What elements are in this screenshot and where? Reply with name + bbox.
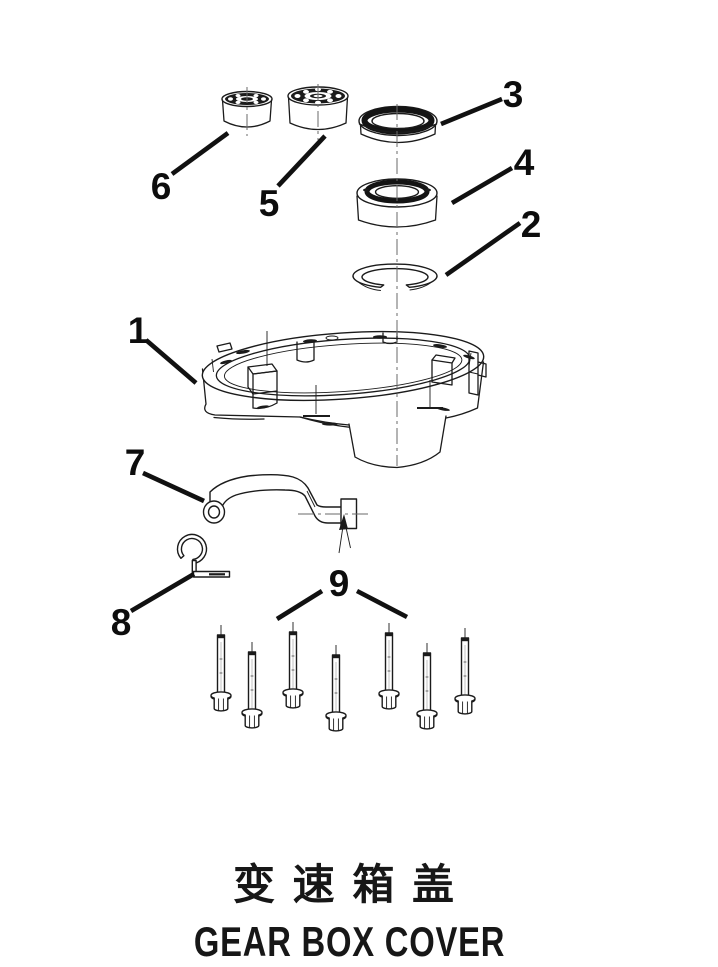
callout-5: 5: [259, 183, 280, 224]
bolt: [282, 621, 304, 709]
bolt: [210, 624, 232, 712]
leader-8: [129, 572, 196, 613]
bolt: [454, 627, 476, 715]
oil-seal-part: [358, 105, 438, 144]
page-title-english: GEAR BOX COVER: [0, 918, 700, 966]
callout-1: 1: [128, 310, 149, 351]
page-title-chinese: 变 速 箱 盖: [232, 861, 457, 908]
gearbox-cover-part: [201, 330, 487, 469]
bolt: [416, 642, 438, 730]
bolt: [325, 644, 347, 732]
callout-9: 9: [329, 563, 350, 604]
page-title-english-text: GEAR BOX COVER: [194, 918, 506, 965]
assembly-direction-arrow: [338, 514, 351, 554]
circlip-part: [352, 263, 438, 291]
callout-2: 2: [521, 204, 542, 245]
callout-8: 8: [111, 602, 132, 643]
leader-9-left: [275, 589, 324, 621]
leader-6: [170, 131, 230, 176]
leader-1: [144, 338, 198, 385]
leader-7: [142, 470, 205, 504]
bolt: [378, 622, 400, 710]
lever-part: [202, 474, 370, 554]
callout-6: 6: [151, 166, 172, 207]
leader-5: [276, 134, 327, 188]
bolt-set: [210, 621, 476, 732]
leader-lines: [129, 96, 522, 621]
leader-4: [450, 166, 514, 205]
bolt: [241, 641, 263, 729]
leader-9-right: [355, 588, 409, 620]
leader-2: [444, 221, 522, 277]
callout-4: 4: [514, 142, 535, 183]
clamp-clip-part: [176, 533, 231, 578]
callout-3: 3: [503, 74, 524, 115]
leader-3: [440, 96, 503, 127]
callout-7: 7: [125, 442, 146, 483]
